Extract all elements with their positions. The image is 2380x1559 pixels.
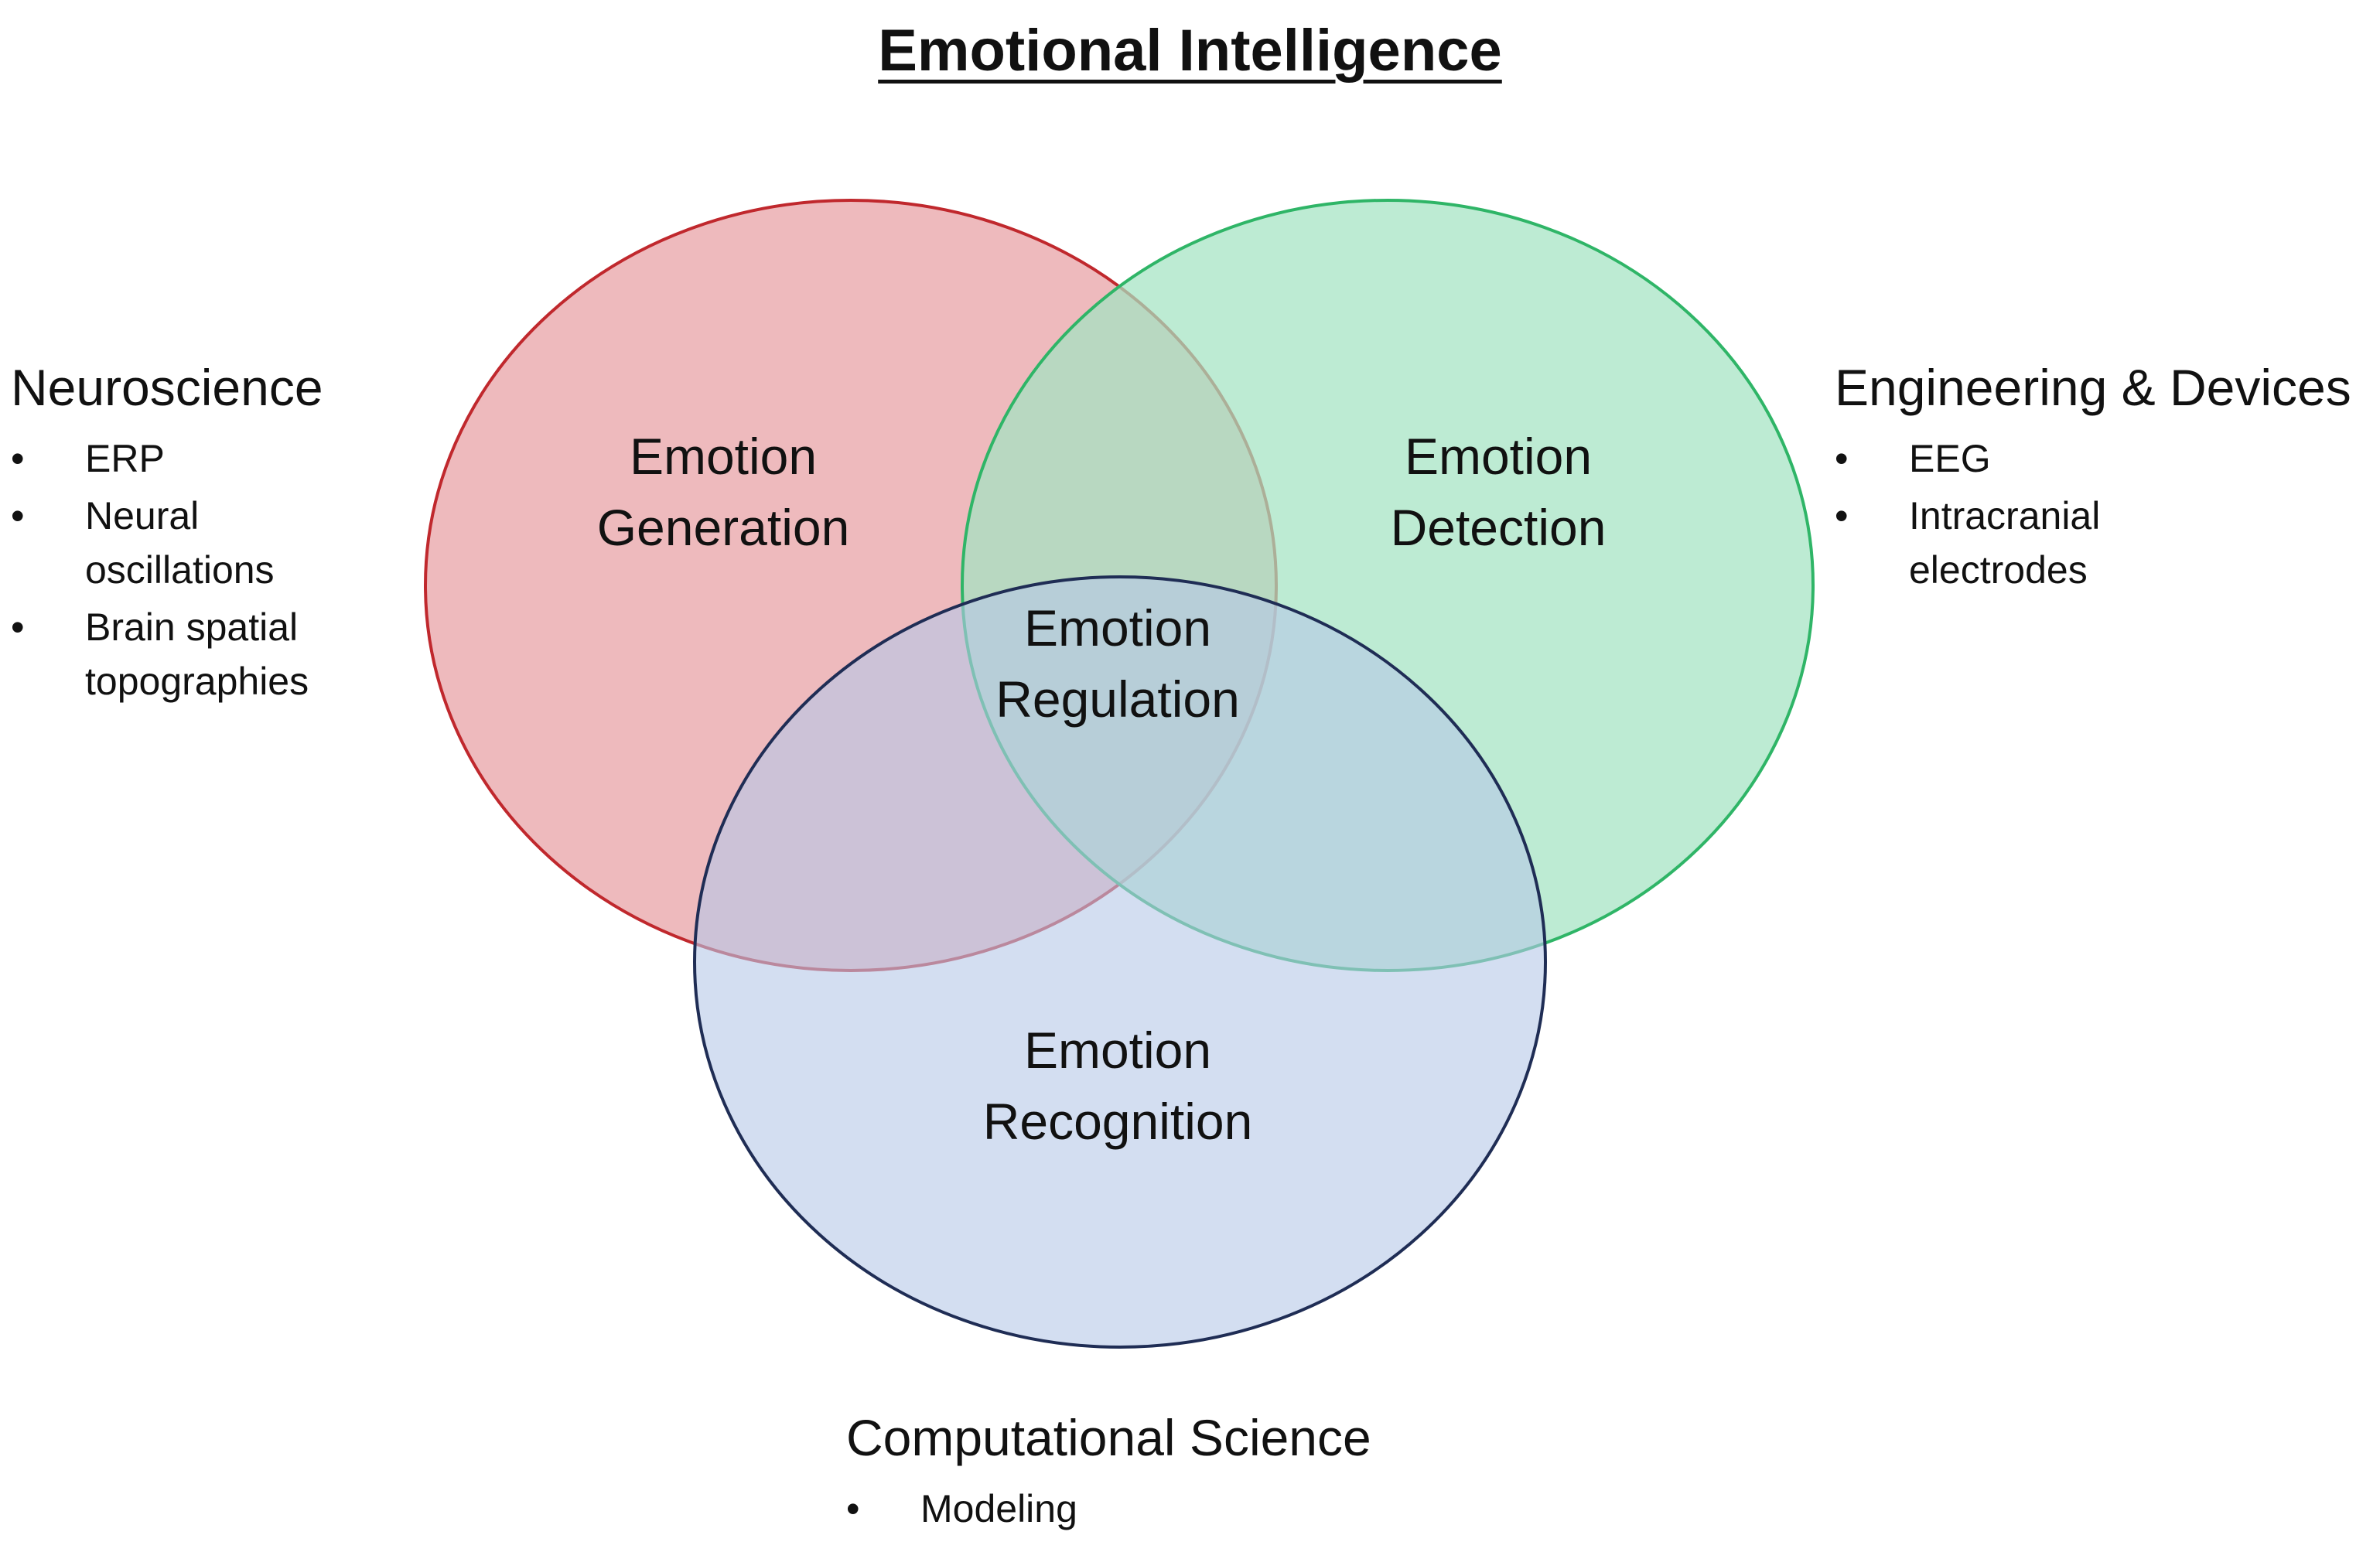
list-item: • ERP: [11, 432, 323, 486]
list-item-text: Brain spatial: [85, 606, 299, 649]
diagram-title: Emotional Intelligence: [0, 14, 2380, 88]
emotion-generation-label: Emotion Generation: [507, 421, 940, 563]
bullet-icon: •: [11, 606, 25, 649]
emotion-recognition-circle: [693, 575, 1547, 1349]
emotion-regulation-label: Emotion Regulation: [901, 592, 1334, 735]
emotion-detection-label: Emotion Detection: [1282, 421, 1715, 563]
list-item: • Neural oscillations: [11, 489, 323, 597]
engineering-devices-title: Engineering & Devices: [1835, 359, 2351, 416]
neuroscience-list: • ERP • Neural oscillations • Brain spat…: [11, 432, 323, 708]
list-item: • Modeling: [846, 1482, 1371, 1536]
list-item-text: Neural: [85, 494, 200, 537]
list-item-text: ERP: [85, 437, 165, 480]
emotion-generation-label-line2: Generation: [596, 499, 850, 556]
emotion-regulation-label-line2: Regulation: [995, 670, 1240, 728]
emotion-recognition-label-line1: Emotion: [1023, 1022, 1212, 1079]
bullet-icon: •: [11, 437, 25, 480]
emotion-detection-label-line2: Detection: [1390, 499, 1607, 556]
emotion-recognition-label: Emotion Recognition: [901, 1015, 1334, 1157]
list-item-text-continued: topographies: [85, 660, 309, 703]
computational-science-field: Computational Science • Modeling: [846, 1404, 1371, 1539]
emotion-recognition-label-line2: Recognition: [982, 1093, 1253, 1150]
list-item-text: Modeling: [920, 1487, 1077, 1530]
neuroscience-title: Neuroscience: [11, 359, 323, 416]
list-item-text-continued: electrodes: [1909, 548, 2088, 592]
emotion-detection-label-line1: Emotion: [1404, 428, 1593, 485]
list-item: • Intracranial electrodes: [1835, 489, 2351, 597]
bullet-icon: •: [1835, 494, 1849, 537]
list-item: • EEG: [1835, 432, 2351, 486]
computational-science-title: Computational Science: [846, 1409, 1371, 1466]
bullet-icon: •: [1835, 437, 1849, 480]
neuroscience-field: Neuroscience • ERP • Neural oscillations…: [11, 354, 323, 711]
list-item-text: Intracranial: [1909, 494, 2101, 537]
list-item-text-continued: oscillations: [85, 548, 275, 592]
list-item: • Brain spatial topographies: [11, 600, 323, 708]
emotion-regulation-label-line1: Emotion: [1023, 599, 1212, 657]
diagram-title-text: Emotional Intelligence: [878, 18, 1502, 84]
engineering-devices-field: Engineering & Devices • EEG • Intracrani…: [1835, 354, 2351, 600]
engineering-devices-list: • EEG • Intracranial electrodes: [1835, 432, 2351, 597]
bullet-icon: •: [11, 494, 25, 537]
bullet-icon: •: [846, 1487, 860, 1530]
computational-science-list: • Modeling: [846, 1482, 1371, 1536]
emotion-generation-label-line1: Emotion: [629, 428, 818, 485]
list-item-text: EEG: [1909, 437, 1991, 480]
